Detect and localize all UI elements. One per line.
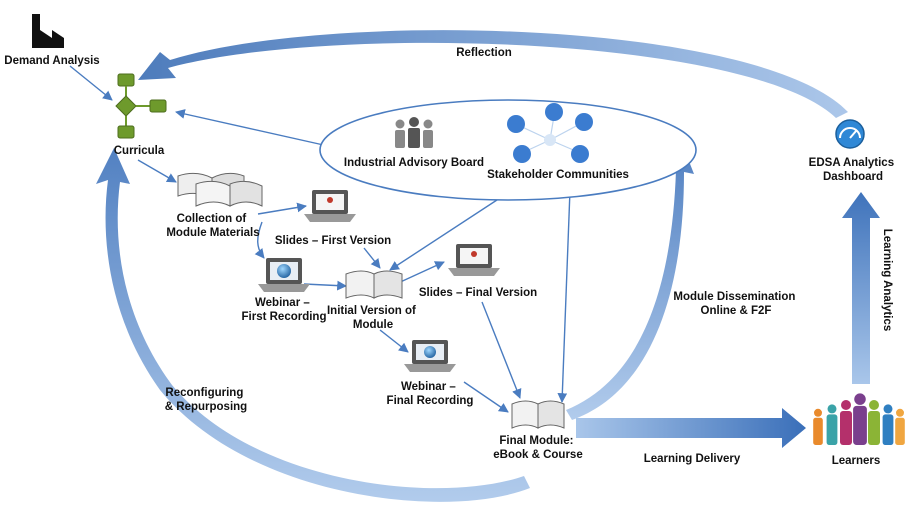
dissemination-arrow: [566, 146, 694, 420]
learner-head: [869, 400, 879, 410]
edsa-dashboard-label: EDSA Analytics Dashboard: [809, 157, 898, 183]
people-group-icon: [395, 117, 433, 148]
learning-analytics-arrow: [842, 192, 880, 384]
factory-icon: [32, 14, 64, 48]
learner-head: [827, 404, 837, 414]
laptop-globe-icon: [258, 258, 310, 292]
learners-label: Learners: [832, 455, 881, 467]
slides-first-label: Slides – First Version: [275, 235, 391, 247]
learner-body: [882, 414, 894, 445]
learner-body: [895, 417, 905, 445]
laptop-slides-icon: [304, 190, 356, 222]
network-people-icon: [507, 103, 593, 163]
dashboard-gauge-icon: [835, 119, 865, 149]
learner-body: [813, 417, 823, 445]
connectors: [69, 65, 571, 413]
learner-head: [896, 408, 904, 417]
learner-body: [840, 411, 852, 445]
slides-final-label: Slides – Final Version: [419, 287, 537, 299]
reflection-arrow: [138, 30, 848, 118]
demand-analysis-label: Demand Analysis: [4, 55, 99, 67]
stakeholders-label: Stakeholder Communities: [487, 169, 629, 181]
curricula-label: Curricula: [114, 145, 165, 157]
initial-version-label: Initial Version of Module: [327, 305, 419, 331]
learner-head: [814, 408, 822, 417]
learners-group-icon: [813, 393, 905, 445]
final-module-label: Final Module: eBook & Course: [493, 435, 582, 461]
learning-analytics-label: Learning Analytics: [881, 229, 893, 331]
learner-head: [854, 393, 866, 405]
laptop-globe-icon: [404, 340, 456, 372]
webinar-first-label: Webinar – First Recording: [242, 297, 327, 323]
books-icon: [177, 172, 263, 207]
learner-body: [853, 405, 867, 445]
collection-label: Collection of Module Materials: [166, 213, 259, 239]
learner-body: [826, 414, 838, 445]
dissemination-label: Module Dissemination Online & F2F: [673, 291, 798, 317]
learning-delivery-arrow: [576, 408, 806, 448]
reflection-label: Reflection: [456, 47, 512, 59]
learner-head: [841, 400, 851, 410]
industrial-board-label: Industrial Advisory Board: [344, 157, 484, 169]
open-book-icon: [345, 270, 403, 299]
reconfiguring-label: Reconfiguring & Repurposing: [165, 387, 247, 413]
laptop-slides-icon: [448, 244, 500, 276]
webinar-final-label: Webinar – Final Recording: [387, 381, 474, 407]
learner-head: [883, 404, 893, 414]
learner-body: [868, 411, 880, 445]
flowchart-icon: [115, 73, 167, 139]
learning-delivery-label: Learning Delivery: [644, 453, 741, 465]
stakeholders-ellipse: [319, 99, 697, 201]
open-book-icon: [511, 400, 565, 429]
